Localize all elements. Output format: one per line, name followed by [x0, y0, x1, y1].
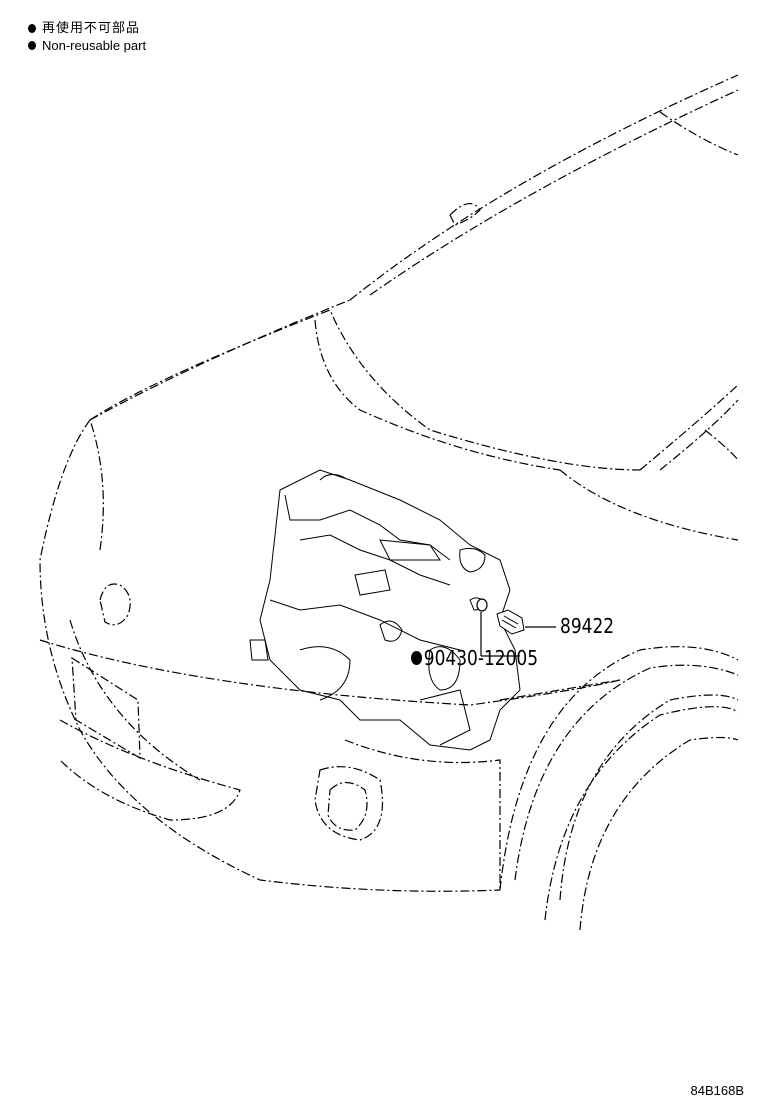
legend-label-jp: 再使用不可部品 — [42, 21, 141, 36]
fog-lamp — [327, 781, 368, 831]
fender-line-2 — [499, 679, 621, 701]
pillar-right-2 — [659, 399, 739, 471]
grille-line — [69, 619, 201, 781]
bumper-lower-edge — [344, 739, 501, 890]
legend-label-en: Non-reusable part — [42, 38, 147, 53]
gasket-90430 — [476, 598, 488, 612]
fender-line — [559, 469, 739, 541]
part-number-89422: 89422 — [560, 614, 615, 638]
bumper-top-line — [39, 639, 621, 706]
windshield-edge — [659, 111, 739, 156]
mirror — [449, 203, 481, 226]
windshield-outline — [349, 74, 739, 301]
headlight-lens — [99, 583, 131, 626]
hood-outline — [89, 309, 641, 471]
legend-row-jp: 再使用不可部品 — [28, 20, 146, 37]
wheel-arch-inner — [514, 664, 739, 881]
legend-row-en: Non-reusable part — [28, 37, 146, 54]
part-number-90430-12005: 90430-12005 — [411, 646, 538, 670]
non-reusable-dot-icon — [28, 24, 36, 33]
wheel-outer — [559, 694, 739, 901]
legend: 再使用不可部品 Non-reusable part — [28, 20, 146, 54]
wheel-arch — [499, 646, 739, 891]
hood-front-edge — [89, 419, 104, 551]
front-left-contour — [39, 419, 501, 892]
lower-grille — [59, 719, 241, 821]
leader-lines — [480, 612, 556, 657]
illustration-code: 84B168B — [690, 1083, 745, 1098]
fog-lamp-bezel — [314, 766, 384, 841]
pillar-right — [639, 384, 739, 471]
non-reusable-dot-icon — [411, 651, 423, 665]
sensor-89422 — [496, 609, 525, 635]
non-reusable-dot-icon — [28, 41, 36, 50]
wheel-inner — [579, 736, 739, 931]
hood-crease — [314, 319, 561, 471]
wheel-tire — [544, 706, 739, 921]
roof-line — [89, 299, 351, 421]
part-number-90430-label: 90430-12005 — [423, 646, 539, 670]
engine-block — [249, 469, 521, 751]
door-line — [704, 429, 739, 461]
windshield-inner — [369, 89, 739, 296]
